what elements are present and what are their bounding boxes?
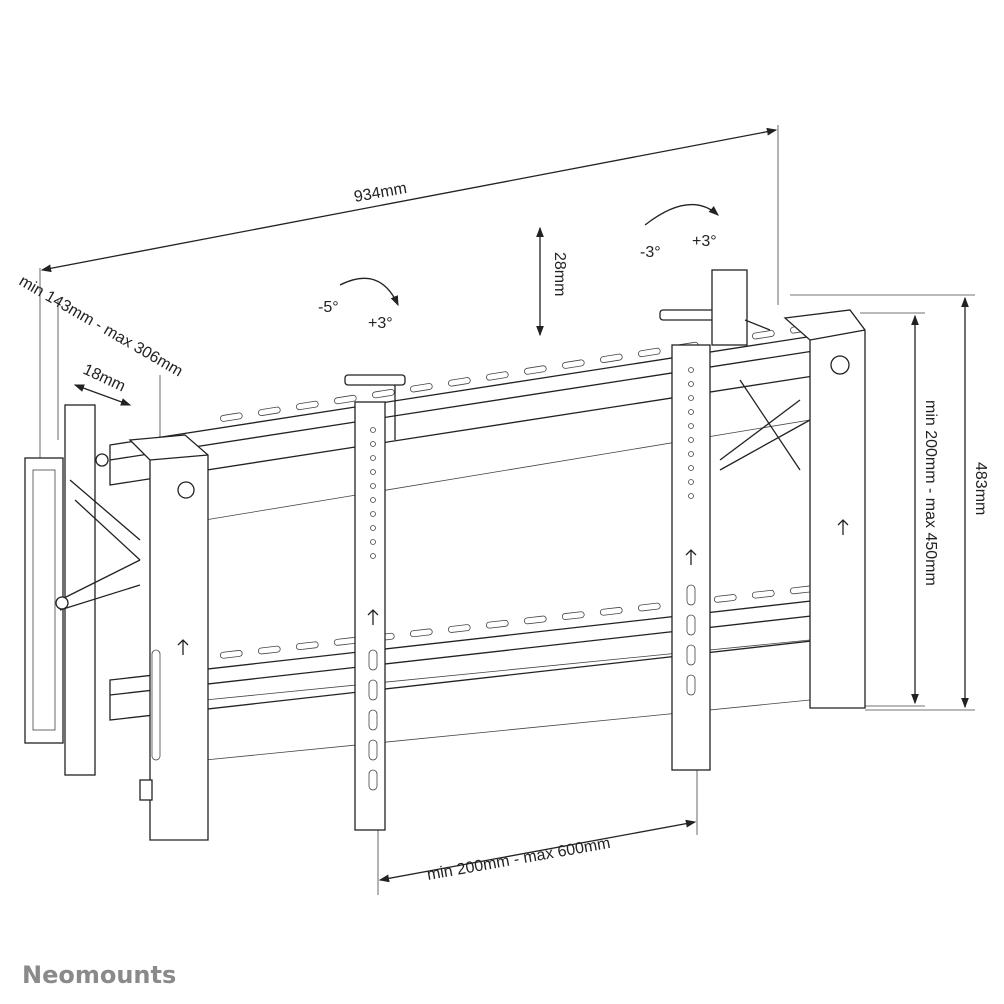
adjust-hole <box>688 479 694 485</box>
rail-slot <box>220 412 243 422</box>
rail-slot <box>789 585 813 595</box>
rail-slot <box>410 383 433 393</box>
adjust-hole <box>688 437 694 443</box>
height-total-label: 483mm <box>972 462 989 515</box>
right-vertical-strip <box>659 269 811 771</box>
rail-slot <box>447 624 471 633</box>
rail-slot <box>599 607 623 616</box>
rail-slot <box>448 377 471 387</box>
rail-slot <box>486 371 509 381</box>
adjust-hole <box>688 381 694 387</box>
adjust-hole <box>370 469 376 475</box>
adjust-hole <box>688 451 694 457</box>
adjust-slot <box>686 674 696 696</box>
rail-slot <box>334 394 357 405</box>
tilt-left-minus: -5° <box>318 299 339 316</box>
rail-slot <box>638 347 661 358</box>
rail-slot <box>219 650 243 659</box>
adjust-hole <box>370 497 376 503</box>
tilt-right-plus: +3° <box>692 233 717 250</box>
adjust-hole <box>370 525 376 531</box>
adjust-hole <box>688 395 694 401</box>
adjust-hole <box>688 367 694 373</box>
rail-slot <box>333 637 357 646</box>
adjust-hole <box>688 465 694 471</box>
rail-slot <box>600 353 623 363</box>
rail-slot <box>562 359 585 369</box>
rail-slot <box>485 619 509 629</box>
adjust-slot <box>368 739 378 761</box>
tilt-right-minus: -3° <box>640 244 661 261</box>
rail-slot <box>296 400 319 411</box>
rail-slot <box>409 628 433 638</box>
adjust-hole <box>370 427 376 433</box>
adjust-hole <box>370 553 376 559</box>
adjust-hole <box>370 511 376 517</box>
rail-slot <box>752 330 775 340</box>
rail-slot <box>258 406 281 416</box>
rail-slot <box>372 388 395 399</box>
left-post <box>128 434 209 841</box>
adjust-hole <box>688 493 694 499</box>
right-post <box>783 309 866 709</box>
strip-spacing-label: min 200mm - max 600mm <box>426 835 612 884</box>
adjust-hole <box>370 539 376 545</box>
rail-slot <box>751 589 775 599</box>
adjust-hole <box>688 423 694 429</box>
adjust-slot <box>686 614 696 636</box>
horizontal-rails <box>109 324 821 761</box>
rail-slot <box>257 645 281 655</box>
height-range-label: min 200mm - max 450mm <box>922 400 939 586</box>
adjust-slot <box>368 649 378 671</box>
adjust-slot <box>368 679 378 701</box>
adjust-slot <box>368 709 378 731</box>
adjust-slot <box>686 584 696 606</box>
rail-slot <box>523 615 547 625</box>
depth-label: min 143mm - max 306mm <box>16 273 185 381</box>
popout-label: 18mm <box>80 361 127 395</box>
tilt-left-plus: +3° <box>368 315 393 332</box>
adjust-slot <box>686 644 696 666</box>
vertical-adjust-label: 28mm <box>551 252 568 296</box>
adjust-slot <box>368 769 378 791</box>
rail-slot <box>561 611 585 620</box>
neomounts-logo: Neomounts <box>22 961 176 989</box>
left-arm-assembly <box>24 404 141 776</box>
adjust-hole <box>688 409 694 415</box>
adjust-hole <box>370 455 376 461</box>
rail-slot <box>295 641 319 651</box>
adjust-hole <box>370 441 376 447</box>
middle-vertical-strip <box>344 374 406 831</box>
rail-slot <box>637 602 661 612</box>
rail-slot <box>713 594 737 603</box>
dimension-lines <box>39 125 975 895</box>
rail-slot <box>524 365 547 375</box>
adjust-hole <box>370 483 376 489</box>
